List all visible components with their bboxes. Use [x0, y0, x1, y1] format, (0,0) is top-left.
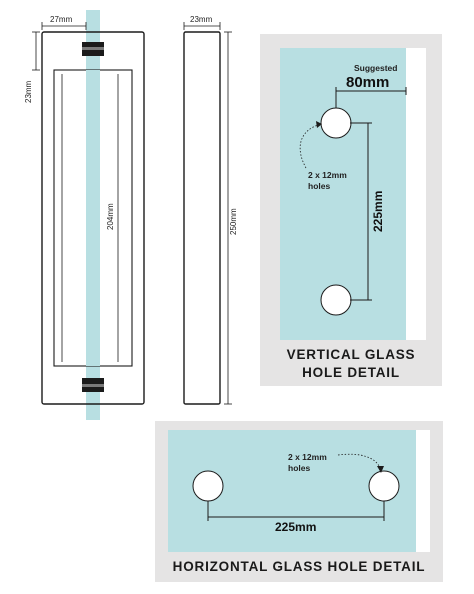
horizontal-holes-note-2: holes: [288, 463, 310, 473]
front-view: 27mm 23mm 204mm: [24, 10, 145, 420]
horizontal-spacing-label: 225mm: [275, 520, 316, 534]
horizontal-holes-note-1: 2 x 12mm: [288, 452, 327, 462]
vertical-title-line2: HOLE DETAIL: [302, 365, 400, 380]
horizontal-hole-left: [192, 470, 224, 502]
vertical-holes-note-1: 2 x 12mm: [308, 170, 347, 180]
side-view: 23mm 250mm: [183, 15, 238, 405]
vertical-hole-bottom: [320, 284, 352, 316]
horizontal-title: HORIZONTAL GLASS HOLE DETAIL: [173, 559, 426, 574]
horizontal-hole-right: [368, 470, 400, 502]
vertical-leader: [299, 124, 319, 169]
vertical-holes-note-2: holes: [308, 181, 330, 191]
vertical-leader-arrow: [316, 121, 322, 128]
vertical-spacing-label: 225mm: [371, 191, 385, 232]
dim-27-label: 27mm: [50, 15, 73, 24]
vertical-detail-panel: Suggested 80mm 225mm 2 x 12mm holes VERT…: [260, 34, 442, 386]
vertical-suggested-label: Suggested: [354, 63, 397, 73]
dim-23-label: 23mm: [24, 80, 33, 103]
handle-bar-outline: [41, 31, 145, 405]
horizontal-leader: [337, 453, 381, 469]
side-dim-23-label: 23mm: [190, 15, 213, 24]
side-bar-outline: [183, 31, 221, 405]
vertical-hole-top: [320, 107, 352, 139]
bottom-standoff-band: [82, 384, 104, 387]
horizontal-leader-arrow: [377, 466, 384, 473]
side-dim-250-label: 250mm: [229, 208, 238, 235]
top-standoff-band: [82, 47, 104, 50]
horizontal-detail-panel: 225mm 2 x 12mm holes HORIZONTAL GLASS HO…: [155, 421, 443, 582]
dim-204-label: 204mm: [106, 203, 115, 230]
front-glass-overlay: [86, 70, 100, 366]
vertical-offset-label: 80mm: [346, 74, 389, 91]
vertical-title-line1: VERTICAL GLASS: [287, 347, 416, 362]
